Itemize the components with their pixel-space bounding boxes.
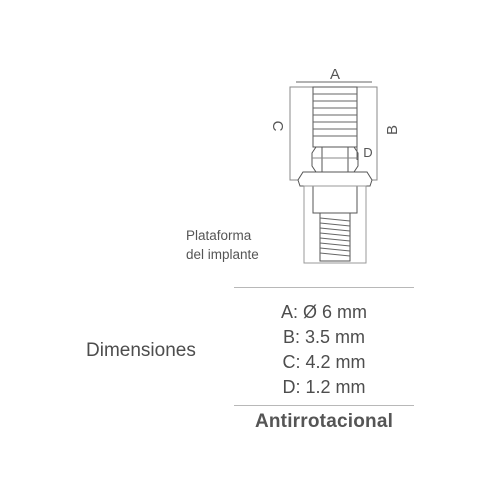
divider-top	[234, 287, 414, 288]
spec-row-b: B: 3.5 mm	[282, 327, 366, 347]
grip-body	[312, 86, 358, 148]
spec-row-c: C: 4.2 mm	[282, 352, 366, 372]
spec-row-a: A: Ø 6 mm	[280, 302, 367, 322]
dimension-d-label: D	[363, 145, 372, 160]
spec-list: A: Ø 6 mm B: 3.5 mm C: 4.2 mm D: 1.2 mm	[234, 300, 414, 400]
platform-label: Plataforma del implante	[186, 226, 296, 264]
collar	[297, 171, 373, 187]
dimensions-title: Dimensiones	[86, 340, 196, 361]
abutment-drawing	[289, 81, 378, 264]
divider-bottom	[234, 405, 414, 406]
dimension-b-label: B	[384, 125, 401, 135]
dimension-c-label: C	[269, 121, 286, 132]
platform-label-line1: Plataforma	[186, 228, 252, 243]
spec-row-d: D: 1.2 mm	[282, 377, 366, 397]
lower-cylinder	[312, 185, 358, 214]
screw-thread	[319, 212, 351, 262]
grip-ridges	[313, 93, 357, 137]
platform-label-line2: del implante	[186, 247, 259, 262]
dimension-a-label: A	[330, 66, 340, 83]
implant-platform-outline	[303, 185, 367, 264]
hex-section	[311, 146, 359, 173]
feature-label: Antirrotacional	[254, 411, 394, 432]
